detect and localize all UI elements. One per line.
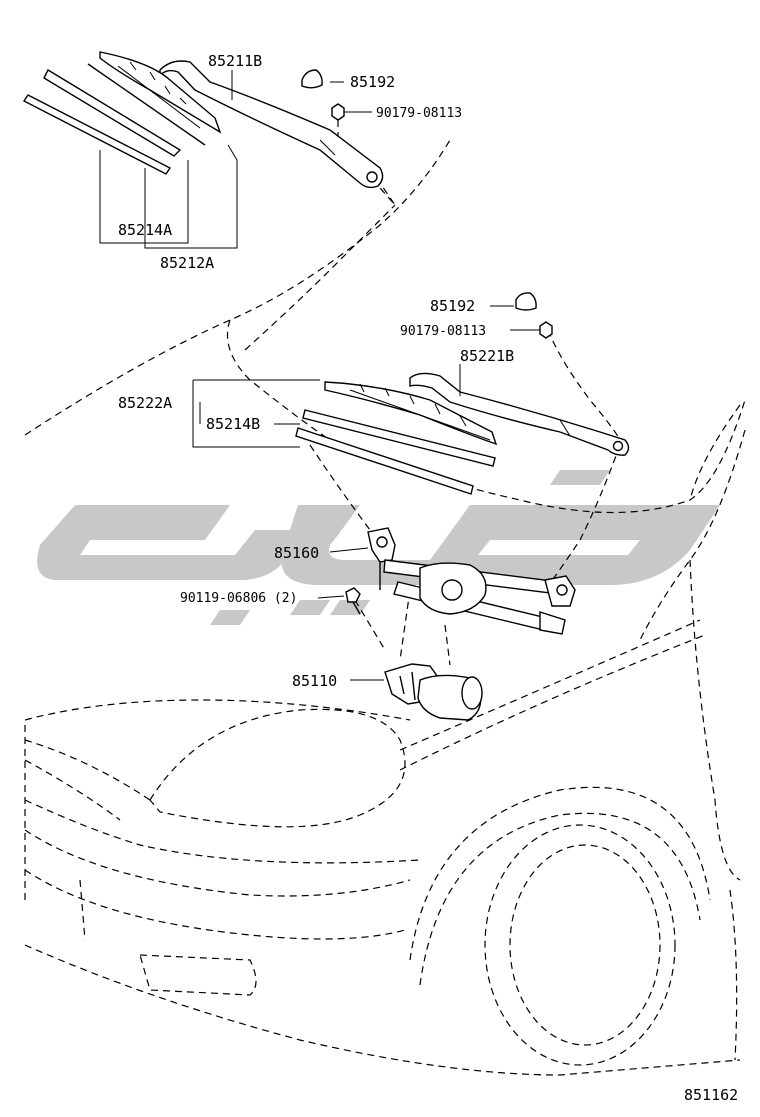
part-labels: 85211B 85192 90179-08113 85214A 85212A 8…	[118, 52, 738, 1104]
label-85214A: 85214A	[118, 221, 172, 239]
label-85192-top: 85192	[350, 73, 395, 91]
label-90179-mid: 90179-08113	[400, 324, 486, 339]
label-90179-top: 90179-08113	[376, 106, 462, 121]
wiper-refill-85214A	[22, 63, 206, 175]
car-body-outline	[24, 139, 746, 1076]
label-brackets-mid	[192, 379, 320, 448]
pivot-cap-85192-top	[301, 69, 323, 89]
label-90119: 90119-06806 (2)	[180, 591, 297, 606]
label-85211B: 85211B	[208, 52, 262, 70]
label-85192-mid: 85192	[430, 297, 475, 315]
label-85221B: 85221B	[460, 347, 514, 365]
wiper-arm-85211B	[159, 60, 384, 189]
label-leaders	[231, 70, 540, 681]
label-85222A: 85222A	[118, 394, 172, 412]
figure-number: 851162	[684, 1086, 738, 1104]
wiper-motor-85110	[384, 663, 483, 721]
wiper-arm-85221B	[409, 372, 630, 456]
label-85214B: 85214B	[206, 415, 260, 433]
pivot-cap-85192-mid	[515, 292, 537, 311]
wiper-refill-85214B	[295, 409, 496, 495]
label-85212A: 85212A	[160, 254, 214, 272]
label-85160: 85160	[274, 544, 319, 562]
label-85110: 85110	[292, 672, 337, 690]
wiper-blade-85212A	[99, 51, 222, 134]
label-brackets-top	[99, 144, 238, 249]
wiper-blade-85222A	[324, 381, 498, 446]
nut-90179-mid	[539, 321, 553, 339]
wiper-link-85160	[367, 527, 576, 635]
nut-90179-top	[331, 103, 345, 121]
bolt-90119	[345, 587, 361, 615]
leader-lines	[309, 120, 621, 666]
